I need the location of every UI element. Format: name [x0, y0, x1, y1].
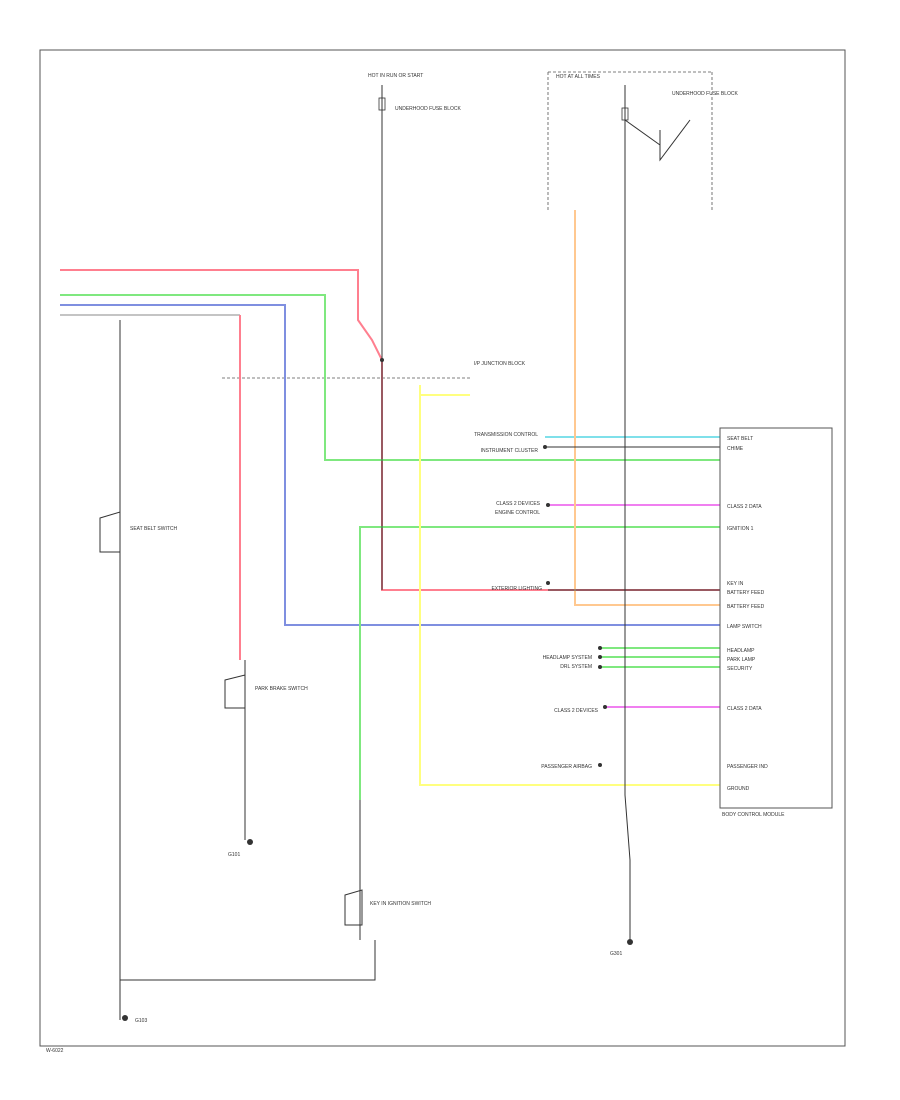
left-circuit-labels: TRANSMISSION CONTROL INSTRUMENT CLUSTER …: [474, 432, 599, 770]
right-fuse-title: HOT AT ALL TIMES: [556, 74, 601, 80]
diagram-frame: [39, 49, 846, 1047]
circuit-label: CLASS 2 DEVICES: [496, 501, 541, 507]
bcm-pin: PARK LAMP: [727, 657, 756, 663]
splice-dot: [380, 358, 384, 362]
wire-magenta: [548, 504, 720, 708]
bcm-pin: GROUND: [727, 786, 750, 792]
key-in-switch-label: KEY IN IGNITION SWITCH: [370, 901, 431, 907]
splice-dot: [598, 655, 602, 659]
top-fuse-title: HOT IN RUN OR START: [368, 73, 423, 79]
circuit-label: HEADLAMP SYSTEM: [543, 655, 592, 661]
seat-belt-switch-icon: [99, 511, 121, 553]
bcm-pin: CLASS 2 DATA: [727, 504, 762, 510]
wire-green-2: [359, 526, 720, 800]
circuit-label: PASSENGER AIRBAG: [541, 764, 592, 770]
module-title: BODY CONTROL MODULE: [722, 812, 785, 818]
ground-mid-label: G103: [135, 1018, 147, 1024]
circuit-label: INSTRUMENT CLUSTER: [481, 448, 539, 454]
park-brake-switch-icon: [224, 674, 246, 709]
bcm-pin: PASSENGER IND: [727, 764, 768, 770]
bcm-pin: CHIME: [727, 446, 744, 452]
bcm-pin: BATTERY FEED: [727, 590, 765, 596]
wire-orange: [574, 210, 720, 606]
splice-dot: [598, 646, 602, 650]
splice-dot: [546, 503, 550, 507]
wire-red: [60, 269, 720, 591]
splice-dot: [598, 763, 602, 767]
body-control-module-box: [719, 427, 833, 809]
seat-belt-switch-label: SEAT BELT SWITCH: [130, 526, 178, 532]
key-in-switch-icon: [344, 889, 363, 926]
ground-dot: [122, 1015, 128, 1021]
splice-dot: [598, 665, 602, 669]
circuit-label: DRL SYSTEM: [560, 664, 592, 670]
bcm-pin: KEY IN: [727, 581, 744, 587]
top-fuse-icon: [378, 97, 386, 111]
bcm-pin: CLASS 2 DATA: [727, 706, 762, 712]
splice-dot: [603, 705, 607, 709]
right-fuse-box: [547, 71, 713, 212]
bcm-pin: SECURITY: [727, 666, 753, 672]
corner-code: W-6022: [46, 1048, 64, 1054]
ground-right-label: G301: [610, 951, 622, 957]
bcm-pin: HEADLAMP: [727, 648, 755, 654]
top-fuse-desc: UNDERHOOD FUSE BLOCK: [395, 106, 462, 112]
ground-dot: [247, 839, 253, 845]
splice-dot: [543, 445, 547, 449]
wire-blue: [60, 304, 720, 626]
ground-left-label: G101: [228, 852, 240, 858]
ground-dot: [627, 939, 633, 945]
circuit-label: EXTERIOR LIGHTING: [491, 586, 542, 592]
wire-yellow: [419, 385, 720, 786]
bcm-pin: IGNITION 1: [727, 526, 754, 532]
bcm-pin-labels: SEAT BELT CHIME CLASS 2 DATA IGNITION 1 …: [727, 436, 768, 792]
wire-right-feed: [624, 200, 631, 940]
junction-block-label: I/P JUNCTION BLOCK: [474, 361, 526, 367]
wire-green: [60, 294, 720, 461]
right-fuse-desc: UNDERHOOD FUSE BLOCK: [672, 91, 739, 97]
circuit-label: TRANSMISSION CONTROL: [474, 432, 538, 438]
wire-left-ground-run: [119, 320, 376, 981]
wire-black-branches: [545, 446, 720, 591]
bcm-pin: LAMP SWITCH: [727, 624, 762, 630]
park-brake-switch-label: PARK BRAKE SWITCH: [255, 686, 308, 692]
splice-dot: [546, 581, 550, 585]
bcm-pin: SEAT BELT: [727, 436, 753, 442]
right-fuse-icon: [621, 107, 629, 121]
relay-icon: [624, 85, 691, 200]
circuit-label: ENGINE CONTROL: [495, 510, 540, 516]
bcm-pin: BATTERY FEED: [727, 604, 765, 610]
circuit-label: CLASS 2 DEVICES: [554, 708, 599, 714]
